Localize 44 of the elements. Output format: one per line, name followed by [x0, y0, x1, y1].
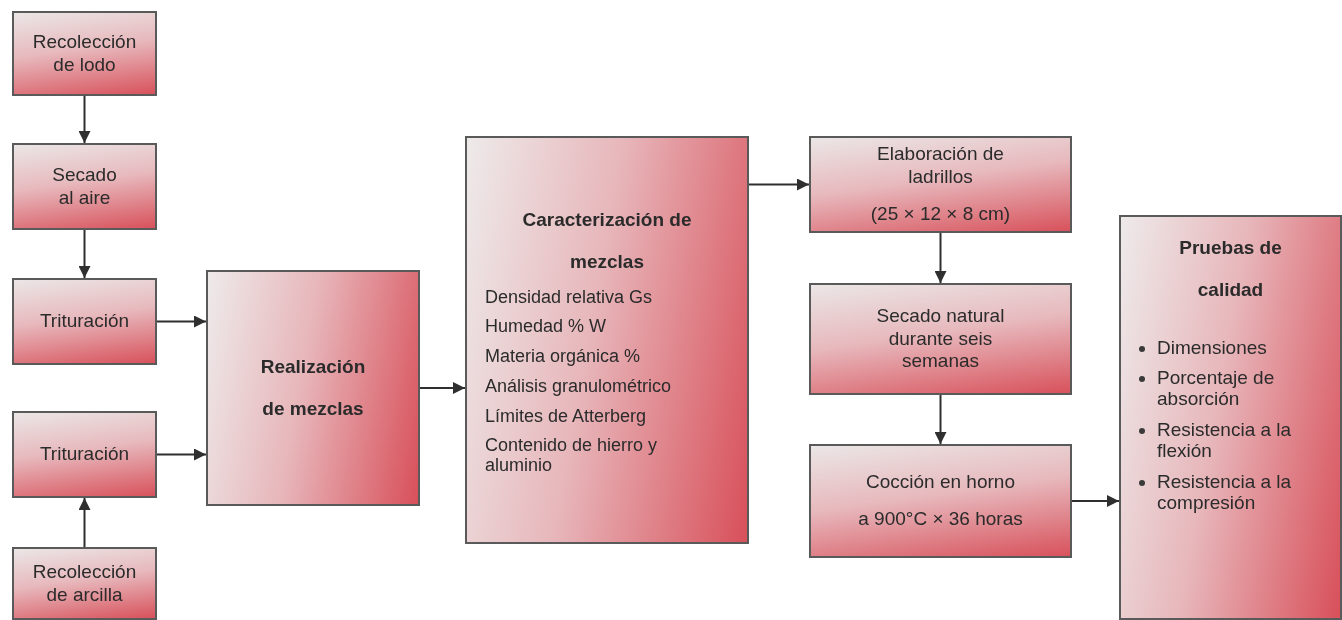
box-label: Trituración: [38, 443, 130, 466]
arrow: [419, 382, 466, 394]
box-heading: Pruebas de calidad: [1178, 236, 1283, 302]
box-label: Elaboración de ladrillos: [876, 143, 1005, 189]
list-item: Densidad relativa Gs: [484, 287, 654, 308]
list-item: Límites de Atterberg: [484, 406, 648, 427]
process-box: [809, 136, 1072, 233]
arrow: [748, 178, 810, 191]
arrow: [934, 232, 947, 284]
process-box: [809, 444, 1072, 558]
box-heading: Caracterización de mezclas: [521, 207, 693, 274]
box-label: (25 × 12 × 8 cm): [869, 202, 1012, 226]
bullet-text: Resistencia a la flexión: [1157, 419, 1292, 462]
process-box: [12, 547, 157, 620]
process-box: [809, 283, 1072, 395]
arrow: [78, 497, 91, 548]
box-label: Trituración: [38, 310, 130, 333]
process-box: [12, 278, 157, 365]
arrow: [78, 229, 91, 279]
process-box: [1119, 215, 1342, 620]
list-item: Humedad % W: [484, 317, 608, 338]
bullet-text: Dimensiones: [1157, 336, 1267, 358]
bullet-text: Resistencia a la compresión: [1157, 471, 1292, 513]
box-label: Recolección de lodo: [31, 30, 138, 77]
box-label: Cocción en horno: [865, 471, 1016, 494]
process-box: [12, 143, 157, 230]
arrow: [156, 448, 207, 461]
box-label: Recolección de arcilla: [31, 560, 138, 607]
list-item: Análisis granulométrico: [484, 376, 673, 397]
arrow: [934, 394, 947, 445]
process-box: [12, 411, 157, 498]
list-item: Materia orgánica %: [484, 347, 642, 367]
process-box: [465, 136, 749, 544]
box-heading: Realización de mezclas: [259, 355, 367, 421]
process-box: [206, 270, 420, 506]
list-item: Contenido de hierro y aluminio: [484, 436, 659, 477]
arrow: [78, 95, 91, 144]
bullet-text: Porcentaje de absorción: [1157, 367, 1275, 410]
box-label: Secado natural durante seis semanas: [875, 304, 1006, 374]
arrow: [1071, 495, 1120, 507]
box-label: a 900°C × 36 horas: [857, 508, 1024, 531]
arrow: [156, 315, 207, 328]
process-box: [12, 11, 157, 96]
box-label: Secado al aire: [51, 163, 118, 210]
